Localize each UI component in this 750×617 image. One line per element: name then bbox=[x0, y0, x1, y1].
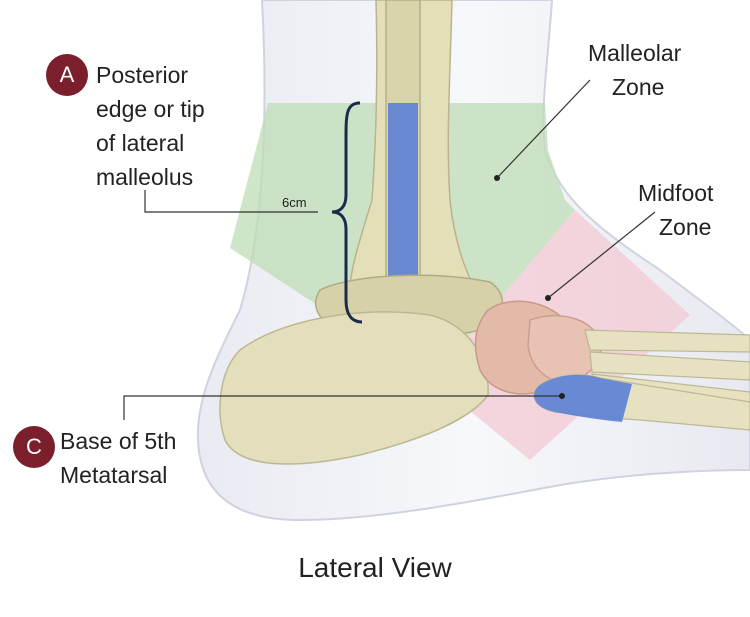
malleolar-zone-label-line-2: Zone bbox=[612, 74, 665, 100]
malleolar-pointer-dot bbox=[494, 175, 500, 181]
leader-line-a bbox=[144, 190, 318, 213]
posterior-edge-highlight bbox=[388, 103, 418, 318]
label-a-badge: A bbox=[46, 54, 88, 96]
metatarsal-bone-2 bbox=[589, 351, 750, 381]
label-c-line-2: Metatarsal bbox=[60, 462, 168, 488]
leader-line-c bbox=[123, 395, 562, 420]
label-a-line-2: edge or tip bbox=[96, 96, 205, 122]
label-c-line-1: Base of 5th bbox=[60, 428, 177, 454]
leader-line-midfoot bbox=[547, 211, 656, 299]
midfoot-zone-label-line-2: Zone bbox=[659, 214, 712, 240]
label-a-line-4: malleolus bbox=[96, 164, 194, 190]
leader-line-malleolar bbox=[496, 79, 591, 179]
calcaneus-bone bbox=[219, 311, 489, 465]
view-caption: Lateral View bbox=[298, 552, 452, 583]
malleolar-zone-label-line-1: Malleolar bbox=[588, 40, 682, 66]
midfoot-zone-label-line-1: Midfoot bbox=[638, 180, 714, 206]
measurement-label: 6cm bbox=[282, 195, 307, 210]
label-c-badge: C bbox=[13, 426, 55, 468]
midfoot-pointer-dot bbox=[545, 295, 551, 301]
label-a-line-1: Posterior bbox=[96, 62, 189, 88]
fifth-metatarsal-base-highlight bbox=[534, 374, 632, 422]
metatarsal-bone-1 bbox=[584, 329, 750, 353]
label-a-line-3: of lateral bbox=[96, 130, 185, 156]
c-pointer-dot bbox=[559, 393, 565, 399]
measurement-bracket bbox=[331, 101, 363, 324]
